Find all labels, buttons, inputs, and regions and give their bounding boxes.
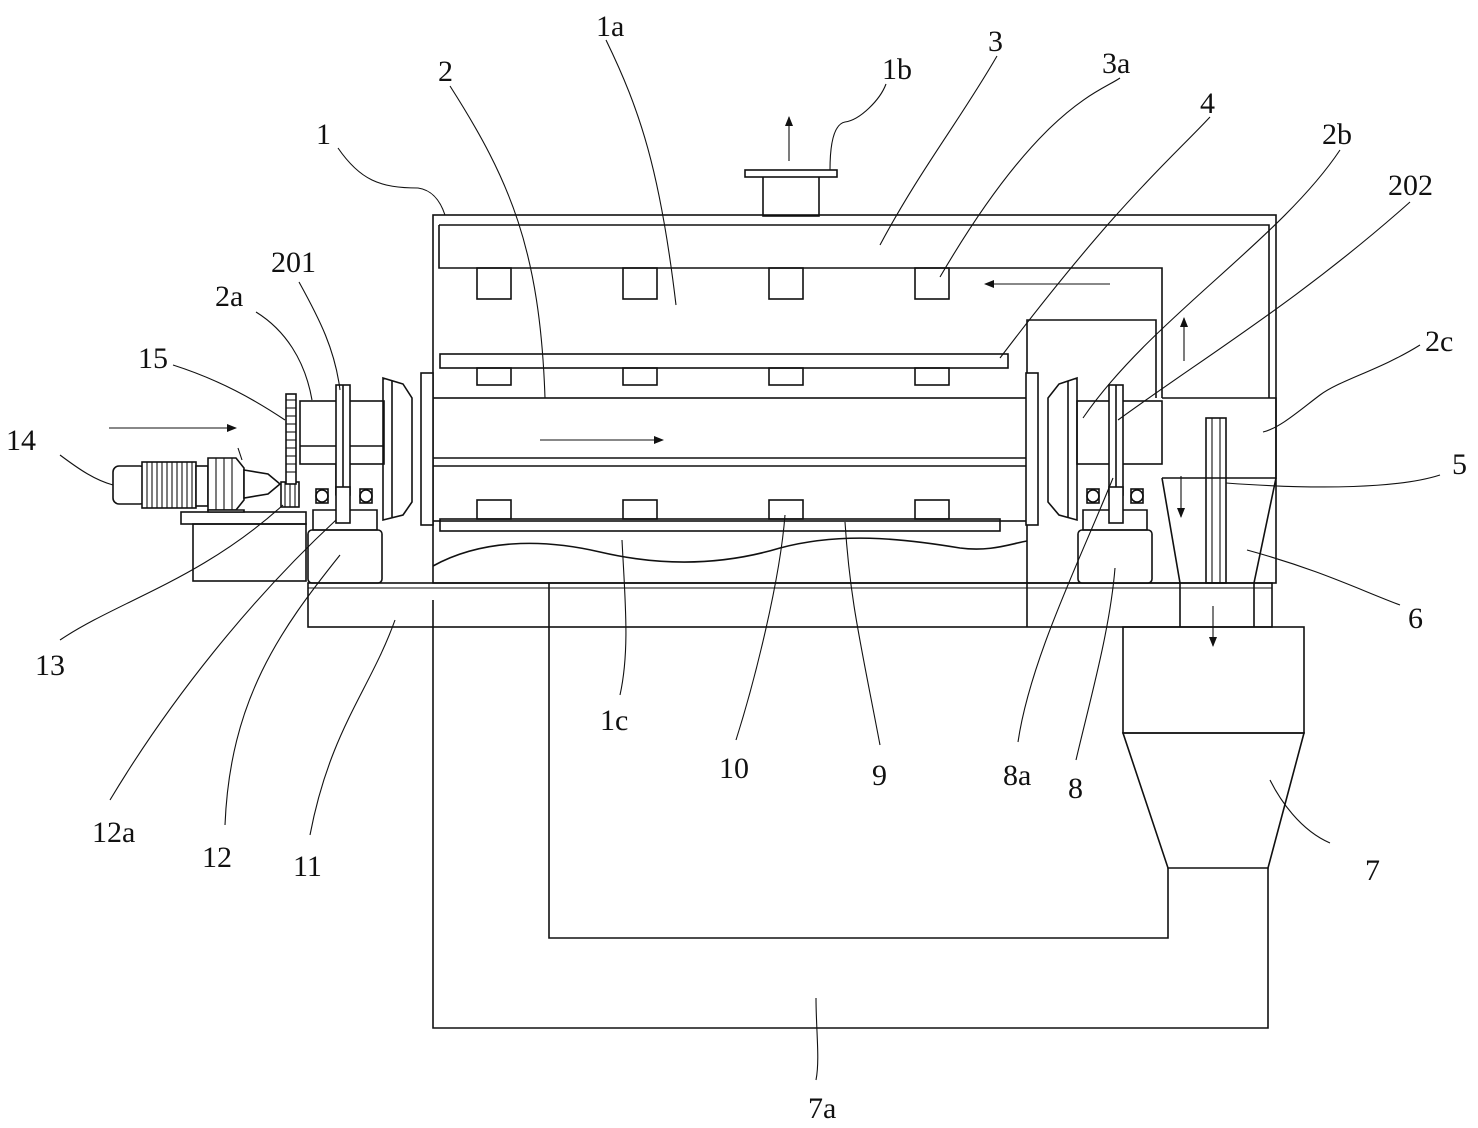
gear-teeth (286, 399, 296, 473)
label-5: 5 (1452, 448, 1467, 481)
collector-7 (1121, 626, 1306, 869)
label-15: 15 (138, 342, 168, 375)
label-202: 202 (1388, 169, 1433, 202)
return-duct-7a (432, 583, 1269, 1029)
label-7: 7 (1365, 854, 1380, 887)
label-1: 1 (316, 118, 331, 151)
label-2c: 2c (1425, 325, 1453, 358)
discharge-2c (1161, 397, 1277, 627)
label-201: 201 (271, 246, 316, 279)
label-9: 9 (872, 759, 887, 792)
label-13: 13 (35, 649, 65, 682)
motor-fins (146, 462, 193, 508)
label-10: 10 (719, 752, 749, 785)
riding-ring-201 (335, 384, 351, 496)
riding-ring-202 (1108, 384, 1124, 496)
label-4: 4 (1200, 87, 1215, 120)
flow-arrows (109, 116, 1217, 647)
leader-lines (59, 39, 1441, 1081)
material-bed-1c (432, 537, 1028, 567)
nozzles-3a (476, 267, 950, 300)
label-1a: 1a (596, 10, 624, 43)
label-2a: 2a (215, 280, 243, 313)
label-14: 14 (6, 424, 36, 457)
label-12: 12 (202, 841, 232, 874)
gate-5 (1205, 417, 1227, 584)
label-6: 6 (1408, 602, 1423, 635)
drum-2 (382, 372, 1078, 526)
label-3a: 3a (1102, 47, 1130, 80)
plate-4 (439, 353, 1009, 386)
label-1c: 1c (600, 704, 628, 737)
support-12 (307, 486, 383, 584)
reference-labels: 1 1a 1b 1c 2 2a 2b 2c 201 202 3 3a 4 5 6… (6, 10, 1467, 1125)
duct-3 (438, 224, 1270, 398)
plate-9 (439, 499, 1001, 532)
drive-assembly (112, 393, 307, 582)
label-8: 8 (1068, 772, 1083, 805)
label-2: 2 (438, 55, 453, 88)
support-8 (1077, 486, 1153, 584)
label-8a: 8a (1003, 759, 1031, 792)
label-11: 11 (293, 850, 322, 883)
label-7a: 7a (808, 1092, 836, 1125)
base-frame-11 (307, 582, 1273, 628)
label-12a: 12a (92, 816, 135, 849)
label-3: 3 (988, 25, 1003, 58)
label-2b: 2b (1322, 118, 1352, 151)
label-1b: 1b (882, 53, 912, 86)
